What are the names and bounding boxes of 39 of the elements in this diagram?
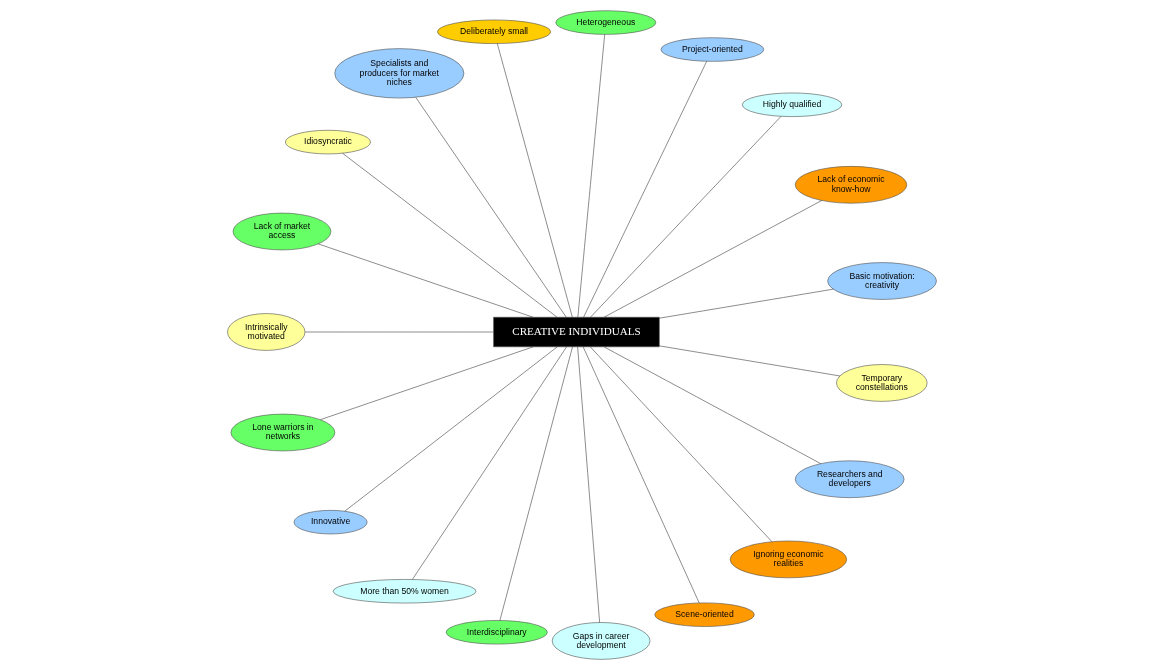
node-ellipse: Lack of market access bbox=[232, 212, 331, 251]
connector bbox=[317, 243, 533, 318]
node-ellipse: Temporary constellations bbox=[835, 364, 927, 402]
connector bbox=[577, 34, 605, 318]
node-ellipse: Deliberately small bbox=[436, 19, 551, 44]
node-ellipse: Gaps in career development bbox=[551, 622, 650, 660]
connector bbox=[304, 331, 494, 333]
connector bbox=[415, 97, 567, 318]
node-ellipse: Ignoring economic realities bbox=[729, 540, 847, 579]
connector bbox=[576, 346, 600, 623]
connector bbox=[411, 346, 567, 580]
connector bbox=[658, 288, 834, 319]
node-ellipse: Specialists and producers for market niches bbox=[333, 48, 464, 99]
node-ellipse: Intrinsically motivated bbox=[226, 313, 305, 351]
connector bbox=[499, 346, 573, 621]
node-ellipse: Lone warriors in networks bbox=[230, 413, 335, 452]
connector bbox=[582, 346, 699, 604]
node-ellipse: Project-oriented bbox=[660, 37, 764, 62]
connector bbox=[603, 346, 821, 464]
node-ellipse: Researchers and developers bbox=[794, 460, 904, 498]
node-ellipse: Interdisciplinary bbox=[445, 620, 548, 645]
connector bbox=[341, 152, 557, 318]
connector bbox=[496, 43, 573, 318]
node-ellipse: Lack of economic know-how bbox=[794, 166, 907, 204]
connector bbox=[658, 345, 840, 377]
node-ellipse: More than 50% women bbox=[332, 579, 476, 604]
connector bbox=[589, 116, 781, 318]
node-ellipse: Heterogeneous bbox=[555, 10, 656, 35]
connector bbox=[603, 200, 822, 318]
node-ellipse: Basic motivation: creativity bbox=[826, 262, 937, 300]
node-box: CREATIVE INDIVIDUALS bbox=[492, 316, 660, 348]
node-ellipse: Highly qualified bbox=[741, 92, 842, 117]
node-ellipse: Idiosyncratic bbox=[284, 129, 371, 155]
connector bbox=[343, 346, 557, 512]
node-ellipse: Scene-oriented bbox=[653, 602, 755, 627]
connector bbox=[319, 346, 533, 420]
node-ellipse: Innovative bbox=[293, 510, 367, 535]
connector bbox=[582, 60, 707, 318]
connector bbox=[589, 346, 772, 543]
